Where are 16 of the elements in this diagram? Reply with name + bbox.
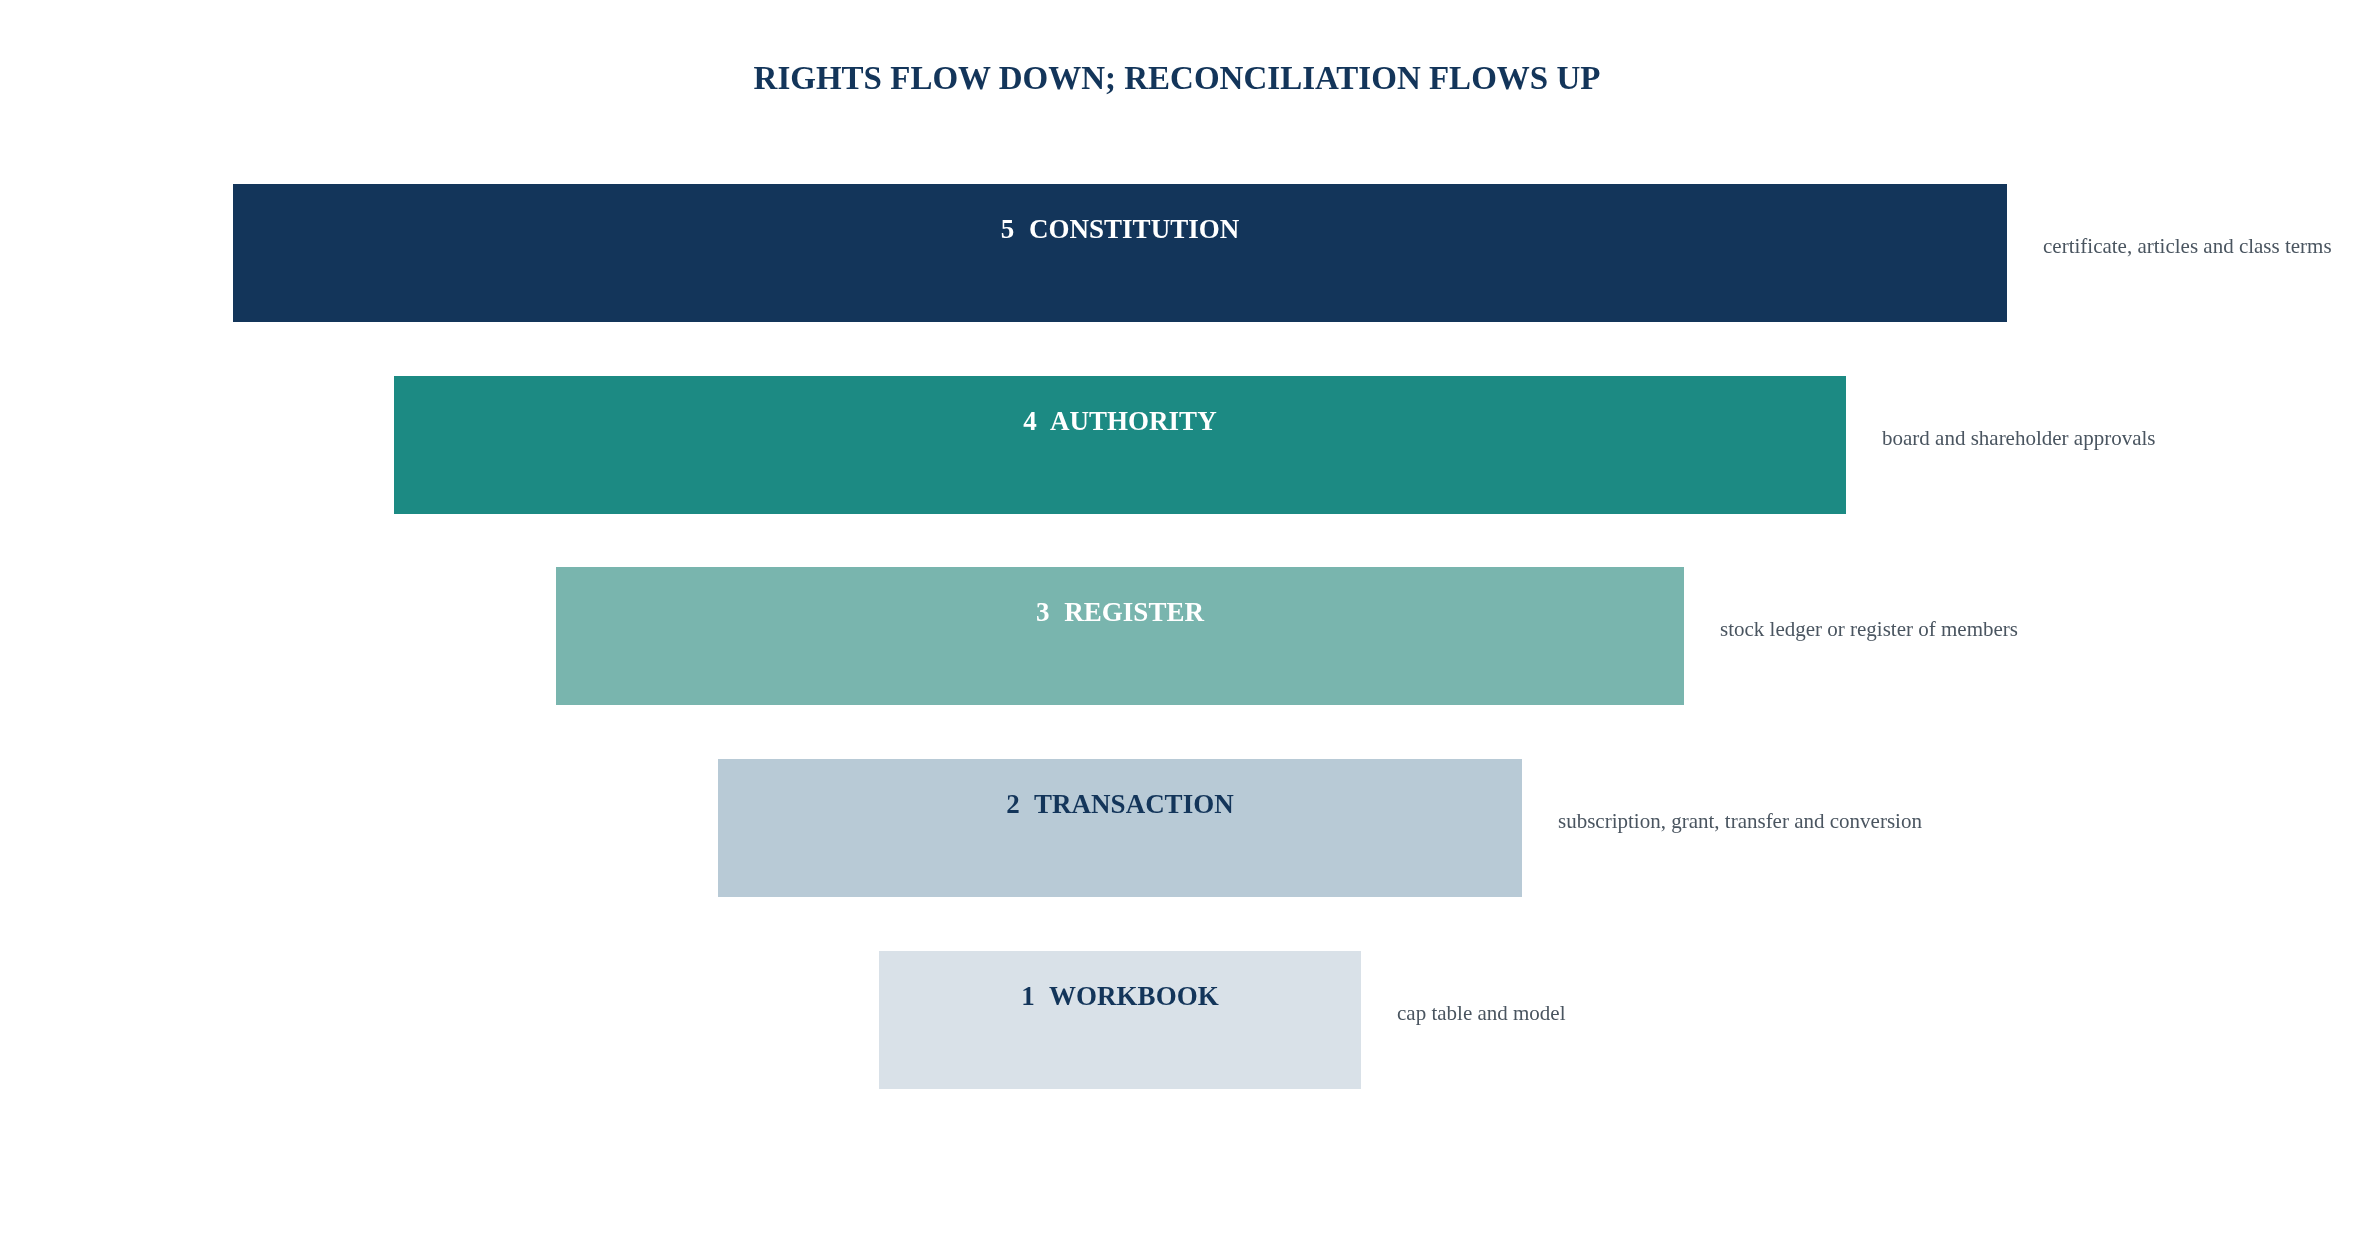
tier-description: subscription, grant, transfer and conversion	[1558, 809, 1922, 834]
tier-label: 5 CONSTITUTION	[1000, 214, 1240, 245]
tier-bar	[394, 376, 1846, 514]
tier-description: board and shareholder approvals	[1882, 426, 2156, 451]
tier-label: 2 TRANSACTION	[1006, 789, 1234, 820]
tier-description: cap table and model	[1397, 1001, 1566, 1026]
tier-label: 1 WORKBOOK	[1021, 981, 1219, 1012]
tier-description: certificate, articles and class terms	[2043, 234, 2332, 259]
tier-bar	[718, 759, 1522, 897]
tier-bar	[879, 951, 1361, 1089]
diagram-title: RIGHTS FLOW DOWN; RECONCILIATION FLOWS UP	[752, 60, 1602, 97]
tier-description: stock ledger or register of members	[1720, 617, 2018, 642]
tier-label: 3 REGISTER	[1036, 597, 1204, 628]
tier-bar	[556, 567, 1684, 705]
tier-label: 4 AUTHORITY	[1023, 406, 1217, 437]
tier-bar	[233, 184, 2007, 322]
